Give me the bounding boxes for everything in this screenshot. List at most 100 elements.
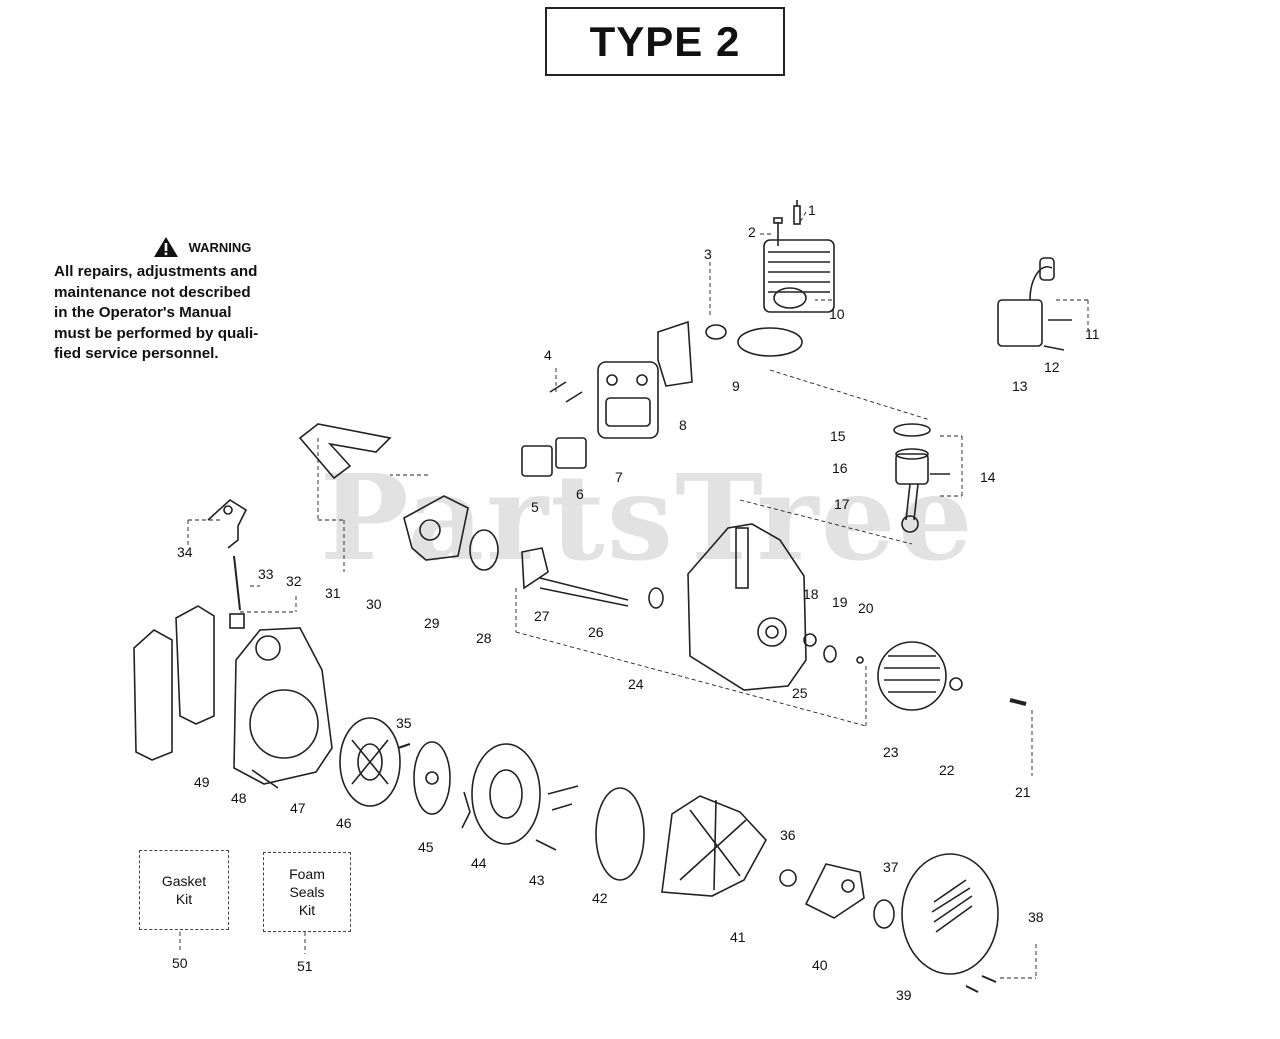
housing-screws [535,785,579,851]
callout-38: 38 [1028,909,1044,925]
callout-20: 20 [858,600,874,616]
muffler-screws [549,381,583,403]
callout-17: 17 [834,496,850,512]
gasket-kit-box: Gasket Kit [139,850,229,930]
callout-51: 51 [297,958,313,974]
o-ring [469,529,499,571]
diagram-title: TYPE 2 [589,17,741,65]
warning-notice: WARNING All repairs, adjustments and mai… [54,236,310,365]
carburetor-adapter [403,495,469,561]
callout-36: 36 [780,827,796,843]
crankcase [687,523,807,691]
callout-12: 12 [1044,359,1060,375]
crankshaft [521,547,664,609]
callout-13: 13 [1012,378,1028,394]
callout-18: 18 [803,586,819,602]
washer [413,741,451,815]
callout-40: 40 [812,957,828,973]
warning-line: All repairs, adjustments and [54,263,258,280]
callout-14: 14 [980,469,996,485]
piston-assembly [893,423,950,533]
watermark: PartsTree [320,448,975,587]
intake-boot [705,324,727,340]
callout-32: 32 [286,573,302,589]
bushing [873,899,895,929]
cylinder-gasket [737,327,803,357]
callout-26: 26 [588,624,604,640]
callout-42: 42 [592,890,608,906]
callout-19: 19 [832,594,848,610]
muffler-screen [521,445,553,477]
warning-text: All repairs, adjustments and maintenance… [54,262,310,365]
cylinder [763,239,835,313]
starter-pulley [339,717,401,807]
flywheel [877,641,947,711]
callout-21: 21 [1015,784,1031,800]
muffler-bracket [657,320,693,387]
callout-16: 16 [832,460,848,476]
callout-46: 46 [336,815,352,831]
retaining-ring [856,656,864,664]
callout-2: 2 [748,224,756,240]
callout-44: 44 [471,855,487,871]
primer-key [207,499,248,549]
bearing [823,645,837,663]
muffler [597,361,659,439]
callout-37: 37 [883,859,899,875]
callout-10: 10 [829,306,845,322]
callout-9: 9 [732,378,740,394]
callout-3: 3 [704,246,712,262]
callout-48: 48 [231,790,247,806]
callout-45: 45 [418,839,434,855]
warning-line: must be performed by quali- [54,324,259,342]
impeller-fan [661,795,767,897]
leader-lines [179,211,1089,979]
callout-31: 31 [325,585,341,601]
fan-spacer [804,863,865,919]
ignition-module [997,257,1072,351]
callout-27: 27 [534,608,550,624]
callout-29: 29 [424,615,440,631]
foam-seals [133,605,215,761]
spark-plug [793,200,801,225]
callout-47: 47 [290,800,306,816]
callout-33: 33 [258,566,274,582]
callout-5: 5 [531,499,539,515]
callout-35: 35 [396,715,412,731]
air-filter-gasket [298,423,392,480]
callout-30: 30 [366,596,382,612]
screw [397,743,411,749]
warning-header: WARNING [94,236,310,258]
callout-8: 8 [679,417,687,433]
callout-15: 15 [830,428,846,444]
warning-line: maintenance not described [54,283,251,301]
primer-base [229,613,245,629]
blower-housing [233,627,333,789]
warning-line: in the Operator's Manual [54,304,232,321]
warning-heading: WARNING [188,239,252,255]
callout-11: 11 [1085,326,1100,342]
cylinder-bolt [773,217,783,246]
muffler-cover [555,437,587,469]
callout-39: 39 [896,987,912,1003]
callout-24: 24 [628,676,644,692]
callout-28: 28 [476,630,492,646]
warning-line: fied service personnel. [54,345,219,362]
fan-cover [901,853,999,975]
diagram-title-box: TYPE 2 [545,7,785,76]
warning-triangle-icon [153,237,178,257]
callout-6: 6 [576,486,584,502]
callout-25: 25 [792,685,808,701]
flywheel-nut [949,677,963,691]
primer-spring [233,555,241,611]
callout-22: 22 [939,762,955,778]
crankshaft-seal [803,633,817,647]
callout-1: 1 [808,202,816,218]
callout-7: 7 [615,469,623,485]
cover-screws [965,975,997,993]
callout-50: 50 [172,955,188,971]
starter-housing [461,743,541,845]
key-pin [1009,698,1027,706]
callout-4: 4 [544,347,552,363]
callout-41: 41 [730,929,746,945]
